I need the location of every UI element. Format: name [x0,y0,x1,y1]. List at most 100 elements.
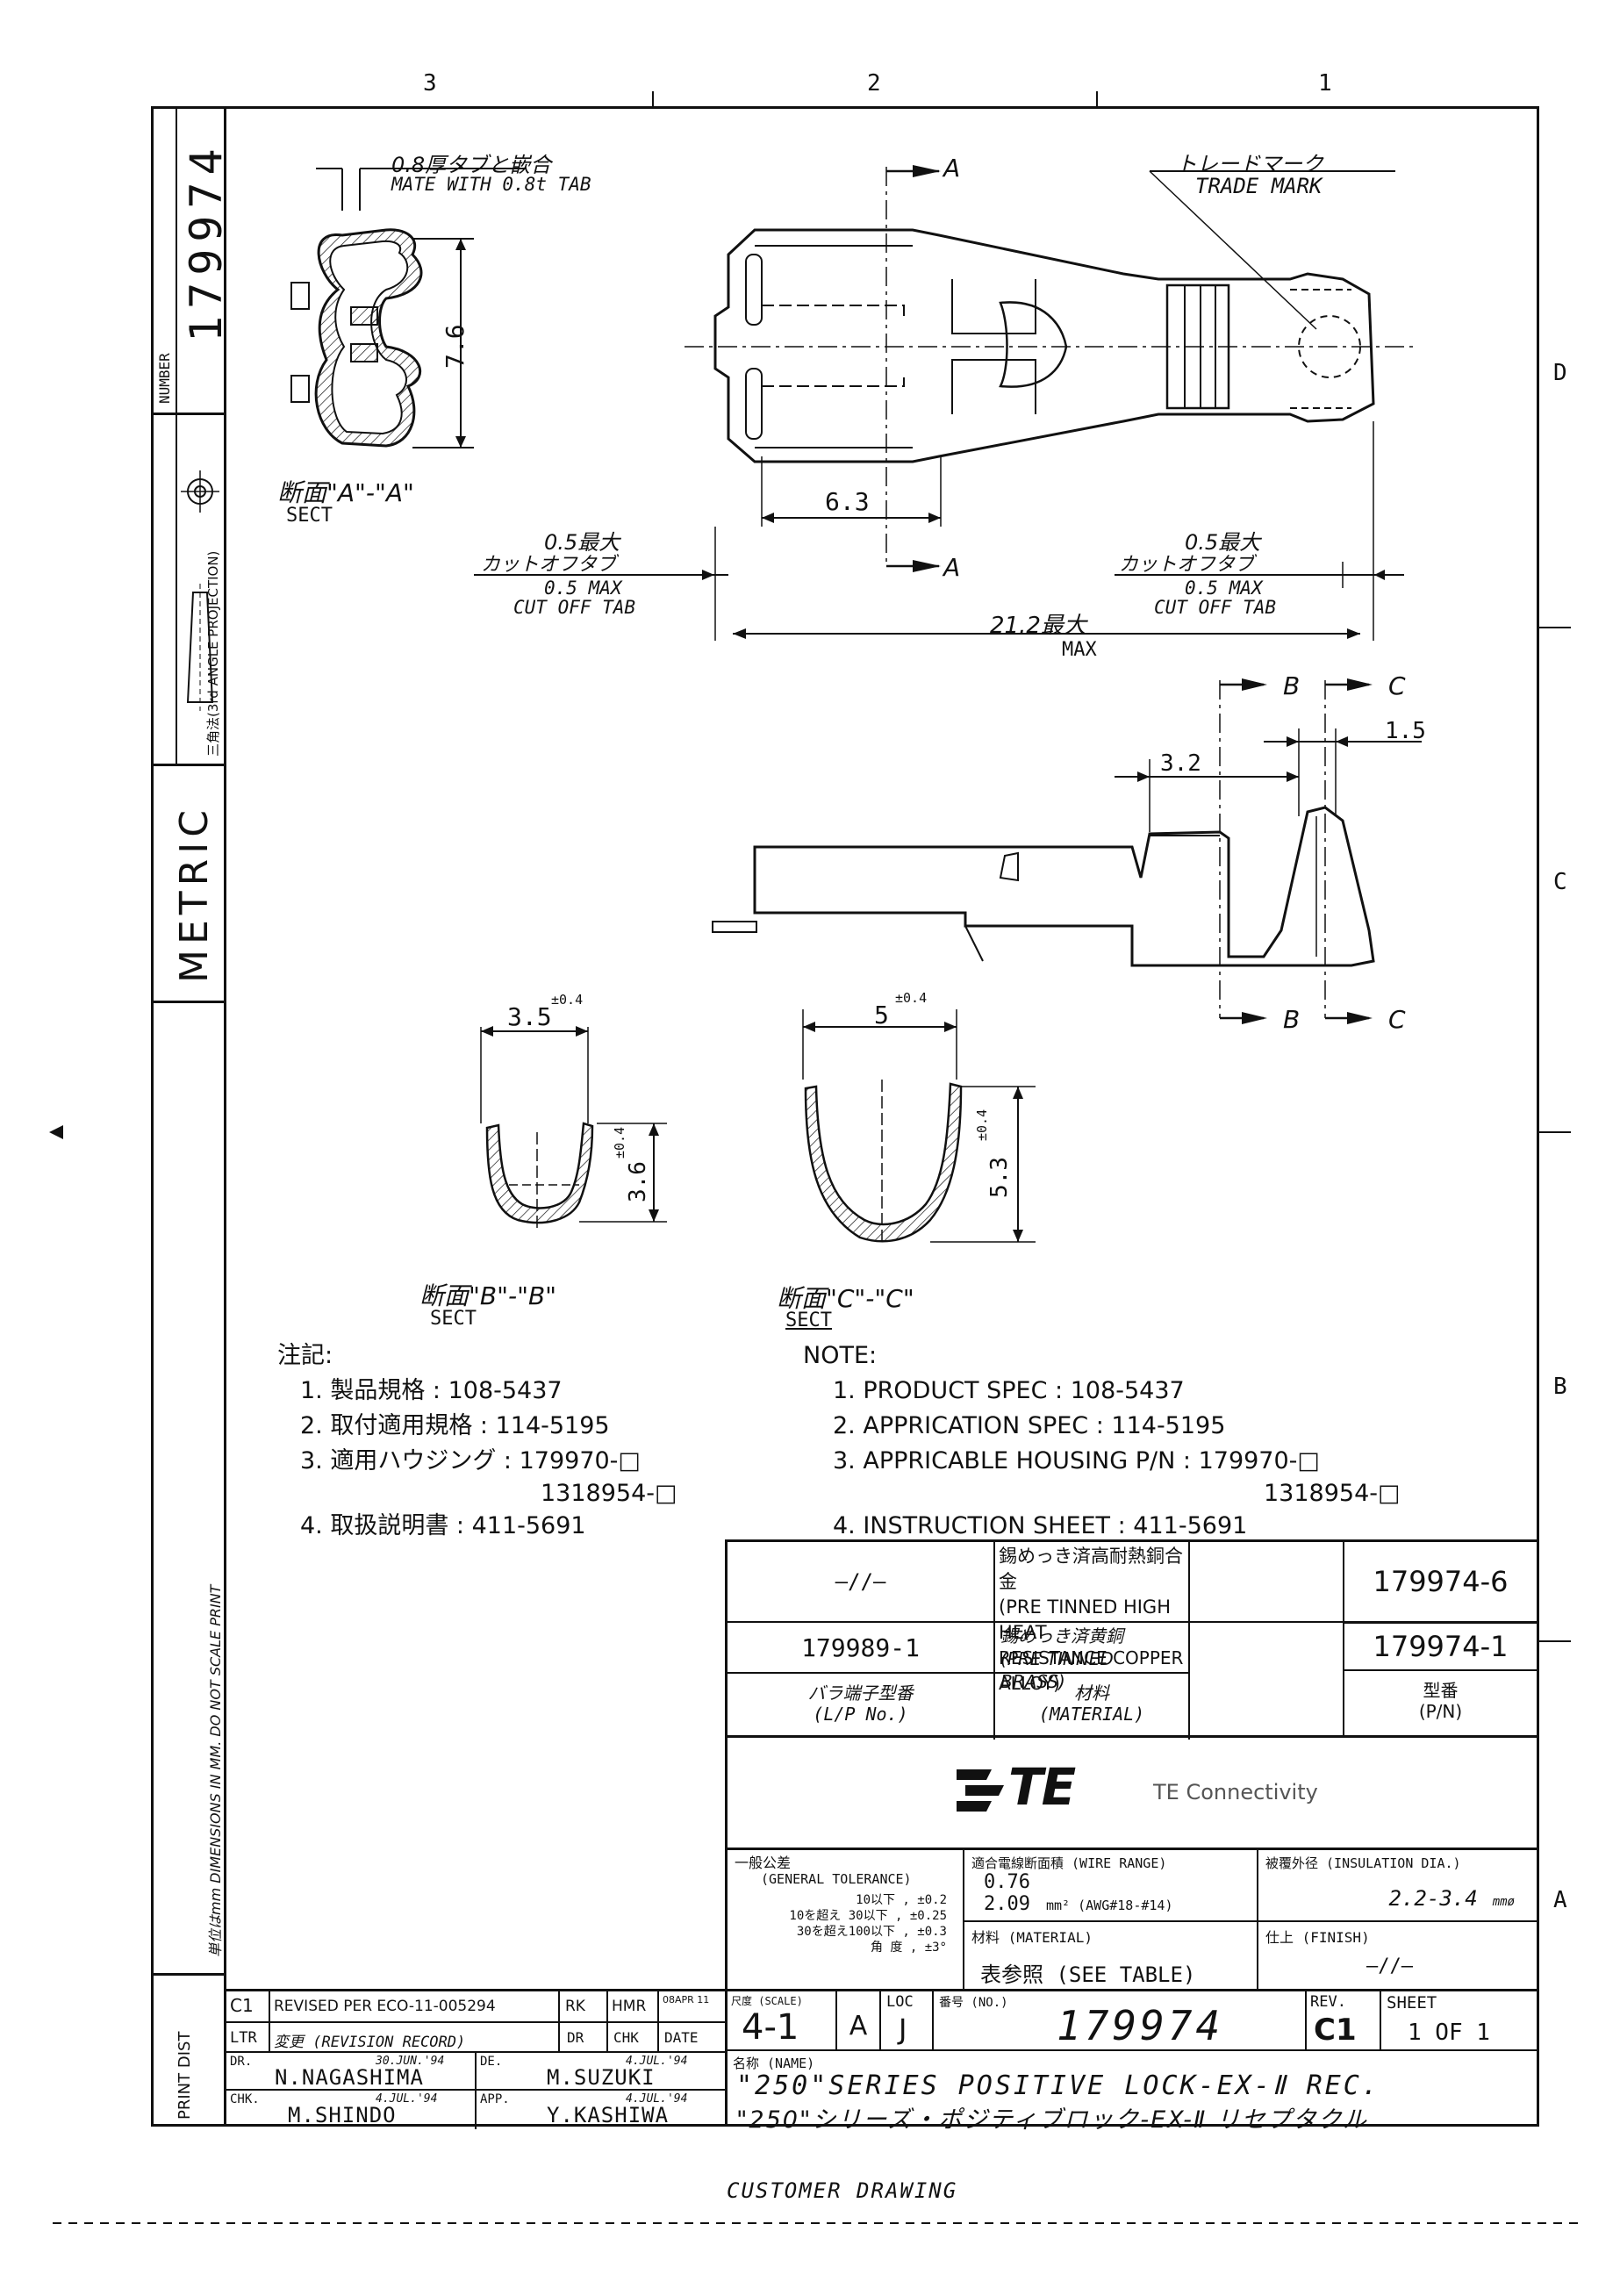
approval-drawn: DR. 30.JUN.'94 N.NAGASHIMA [226,2053,477,2091]
trademark-jp: トレードマーク [1176,152,1323,176]
section-b-b-sect: SECT [430,1308,477,1330]
wire-range: 適合電線断面積 (WIRE RANGE) 0.76 2.09 mm² (AWG#… [964,1850,1258,1922]
revision-date: 08APR 11 [659,1991,725,2023]
dim-5-3-tol: ±0.4 [974,1109,990,1141]
tab-mate-jp: 0.8厚タブと嵌合 [391,153,552,177]
notes-jp-title: 注記: [277,1342,333,1369]
section-c-c-sect: SECT [785,1309,832,1331]
zone-top-3: 3 [423,70,438,97]
revision-block: C1 REVISED PER ECO-11-005294 RK HMR 08AP… [226,1989,725,2129]
notes-en-item: 1318954-□ [1264,1480,1401,1507]
revision-header-chk: CHK [608,2023,659,2053]
parts-header-pn: 型番 (P/N) [1343,1671,1537,1735]
cutoff-right-jp2: カットオフタブ [1119,554,1255,576]
section-a-a-sect: SECT [286,505,333,527]
revision-ltr: C1 [226,1991,270,2023]
dim-21-2-max: MAX [1062,639,1097,661]
customer-drawing-caption: CUSTOMER DRAWING [727,2178,958,2203]
revision-header-date: DATE [659,2023,725,2053]
side-strip [151,106,226,2127]
brand-block: TE TE Connectivity [725,1735,1539,1848]
dim-5: 5 [874,1001,889,1030]
cut-c-top: C [1388,671,1406,700]
zone-top-2: 2 [867,70,882,97]
parts-header-material: 材料 (MATERIAL) [995,1674,1190,1740]
cutoff-right-jp: 0.5最大 [1185,530,1261,555]
dim-21-2: 21.2最大 [990,613,1086,639]
cutoff-right-en2: CUT OFF TAB [1154,597,1277,618]
side-view [712,678,1422,1024]
approval-checked: CHK. 4.JUL.'94 M.SHINDO [226,2091,477,2129]
dim-3-5: 3.5 [507,1002,552,1031]
cutoff-left-en2: CUT OFF TAB [513,597,636,618]
section-a-a [290,168,527,448]
notes-jp: 注記: 1. 製品規格 : 108-5437 2. 取付適用規格 : 114-5… [277,1338,677,1544]
cut-a-bottom: A [943,553,961,582]
plan-view [474,165,1413,641]
cut-c-bottom: C [1388,1005,1406,1034]
section-c-c-label: 断面"C"-"C" [777,1284,914,1313]
insulation-dia: 被覆外径 (INSULATION DIA.) 2.2-3.4 mmø [1258,1850,1539,1922]
notes-jp-item: 3. 適用ハウジング : 179970-□ [300,1447,641,1474]
cutoff-right-en1: 0.5 MAX [1185,578,1263,599]
finish-field: 仕上 (FINISH) —//— [1265,1929,1413,1977]
zone-right-a: A [1553,1887,1568,1913]
drawing-number-field: 番号 (NO.) 179974 [934,1991,1307,2051]
section-b-b [480,1026,667,1229]
notes-en-item: 4. INSTRUCTION SHEET : 411-5691 [833,1512,1248,1539]
section-a-a-label: 断面"A"-"A" [277,478,414,507]
dim-6-3: 6.3 [825,487,870,516]
notes-en: NOTE: 1. PRODUCT SPEC : 108-5437 2. APPR… [803,1338,1401,1544]
general-tolerance: 一般公差 (GENERAL TOLERANCE) 10以下 , ±0.2 10を… [728,1850,964,1991]
revision-header-dr: DR [560,2023,608,2053]
parts-row-2-material: 錫めっき済黄銅 (PRE TINNED BRASS) [995,1623,1190,1692]
notes-en-item: 2. APPRICATION SPEC : 114-5195 [833,1412,1226,1439]
zone-right-c: C [1553,869,1568,895]
section-b-b-label: 断面"B"-"B" [419,1281,557,1310]
cut-b-bottom: B [1283,1005,1301,1034]
revision-header-desc: 変更 (REVISION RECORD) [270,2023,560,2053]
parts-table: —//— 錫めっき済高耐熱銅合金 (PRE TINNED HIGH HEAT R… [725,1539,1539,1740]
scale-field: 尺度 (SCALE) 4-1 [728,1991,837,2051]
brand-name: TE Connectivity [1153,1780,1318,1805]
zone-right-d: D [1553,360,1568,386]
zone-right-b: B [1553,1374,1568,1400]
approval-approved: APP. 4.JUL.'94 Y.KASHIWA [480,2092,688,2127]
zone-top-1: 1 [1318,70,1333,97]
cutoff-left-en1: 0.5 MAX [544,578,622,599]
revision-desc: REVISED PER ECO-11-005294 [270,1991,560,2023]
notes-en-item: 1. PRODUCT SPEC : 108-5437 [833,1377,1185,1404]
parts-header-lp: バラ端子型番 (L/P No.) [728,1674,995,1740]
te-logo-icon [957,1769,1004,1812]
notes-en-title: NOTE: [803,1342,878,1369]
dim-3-5-tol: ±0.4 [551,992,584,1008]
notes-jp-item: 1. 製品規格 : 108-5437 [300,1377,563,1404]
approval-design: DE. 4.JUL.'94 M.SUZUKI [477,2053,725,2091]
rev-field: REV. C1 [1307,1991,1381,2051]
third-angle-projection-icon [181,470,219,711]
title-block: 尺度 (SCALE) 4-1 A LOC J 番号 (NO.) 179974 R… [725,1989,1539,2134]
te-logo-text: TE [1008,1757,1076,1817]
revision-header-ltr: LTR [226,2023,270,2053]
dim-5-tol: ±0.4 [895,990,928,1006]
cutoff-left-jp: 0.5最大 [544,530,620,555]
notes-jp-item: 1318954-□ [541,1480,677,1507]
loc-field: LOC J [881,1991,934,2051]
spec-block: 一般公差 (GENERAL TOLERANCE) 10以下 , ±0.2 10を… [725,1848,1539,1991]
trademark-en: TRADE MARK [1195,174,1323,198]
dim-3-6: 3.6 [625,1161,651,1202]
parts-row-1-material: 錫めっき済高耐熱銅合金 (PRE TINNED HIGH HEAT RESIST… [995,1542,1190,1694]
notes-jp-item: 2. 取付適用規格 : 114-5195 [300,1412,610,1439]
cut-b-top: B [1283,671,1301,700]
dim-7-6: 7.6 [441,324,470,369]
parts-row-1-lp: —//— [728,1542,995,1623]
name-field: 名称 (NAME) "250"SERIES POSITIVE LOCK-EX-Ⅱ… [733,2056,1380,2134]
revision-dr: RK [560,1991,608,2023]
parts-row-1-pn-value: 179974-6 [1343,1542,1537,1621]
dim-1-5: 1.5 [1385,718,1426,744]
size-field: A [837,1991,881,2051]
notes-en-item: 3. APPRICABLE HOUSING P/N : 179970-□ [833,1447,1320,1474]
sheet-field: SHEET 1 OF 1 [1381,1991,1539,2051]
